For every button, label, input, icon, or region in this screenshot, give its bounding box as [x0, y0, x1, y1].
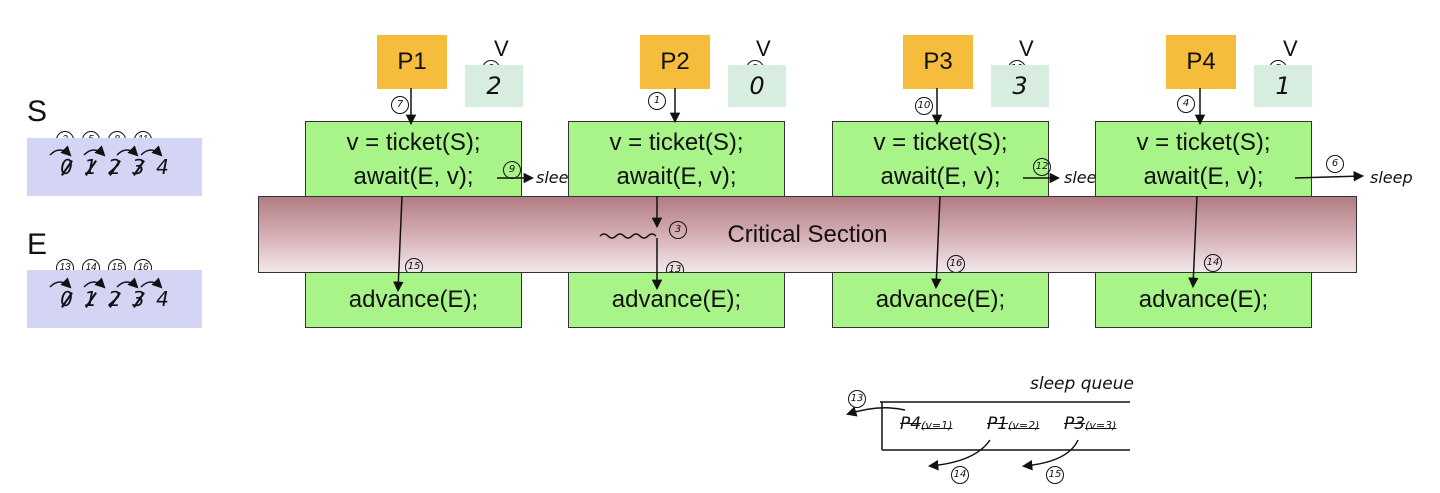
- p1-advance-line: advance(E);: [348, 286, 479, 313]
- p4-v-label: V: [1283, 36, 1298, 61]
- p4-advance-line: advance(E);: [1138, 286, 1269, 313]
- e-increment-arrow: [83, 277, 106, 289]
- process-p3-label: P3: [903, 35, 973, 89]
- p1-ticket-step: 7: [391, 96, 409, 114]
- process-p4-label: P4: [1166, 35, 1236, 89]
- process-p1-label: P1: [377, 35, 447, 89]
- queue-item-note: (v=1): [921, 419, 953, 432]
- p2-v-label: V: [756, 36, 771, 61]
- p4-advance-box: advance(E);: [1095, 272, 1312, 328]
- p2-critical-squiggle: [599, 233, 657, 239]
- p2-advance-line: advance(E);: [611, 286, 742, 313]
- s-digit: 1: [84, 155, 97, 179]
- p3-advance-line: advance(E);: [875, 286, 1006, 313]
- p3-v-value: 3: [991, 65, 1049, 107]
- p2-ticket-step: 1: [648, 92, 666, 110]
- p3-v-label: V: [1019, 36, 1034, 61]
- p4-advance-step: 14: [1204, 254, 1222, 272]
- queue-dequeue-arrow-p3: [1021, 439, 1079, 471]
- p1-code-box: v = ticket(S); await(E, v);: [305, 121, 522, 197]
- queue-item-p4: P4(v=1): [900, 414, 952, 434]
- queue-item-p3: P3(v=3): [1064, 414, 1116, 434]
- queue-step-p4: 13: [848, 390, 866, 408]
- e-increment-arrow: [49, 277, 72, 289]
- s-digit: 0: [60, 155, 73, 179]
- p2-code-line: await(E, v);: [616, 163, 737, 190]
- queue-item-p1: P1(v=2): [987, 414, 1039, 434]
- queue-item-name: P4: [900, 414, 922, 434]
- p1-advance-box: advance(E);: [305, 272, 522, 328]
- queue-dequeue-arrow-p1: [927, 439, 991, 471]
- queue-item-note: (v=2): [1008, 419, 1040, 432]
- s-increment-arrow: [49, 145, 72, 157]
- p2-v-value: 0: [728, 65, 786, 107]
- process-name: P1: [397, 48, 427, 75]
- p4-v-value: 1: [1254, 65, 1312, 107]
- p4-code-line: await(E, v);: [1143, 163, 1264, 190]
- e-counter-digits: 0 1 2 3 4: [60, 287, 170, 311]
- s-counter-digits: 0 1 2 3 4: [60, 155, 170, 179]
- p3-sleep-step: 12: [1033, 158, 1051, 176]
- queue-item-note: (v=3): [1085, 419, 1117, 432]
- e-step-markers: 13 14 15 16: [56, 259, 152, 277]
- queue-step-p1: 14: [951, 466, 969, 484]
- p1-sleep-label: sleep: [536, 168, 579, 187]
- s-increment-arrow: [140, 145, 163, 157]
- p4-sleep-arrow: [1294, 171, 1365, 182]
- semaphore-e-label: E: [27, 228, 48, 261]
- sleep-queue-title: sleep queue: [1030, 374, 1134, 394]
- p1-v-label: V: [494, 36, 509, 61]
- e-counter-box: 0 1 2 3 4: [27, 270, 202, 328]
- p4-enter-arrow: [1188, 195, 1199, 289]
- e-digit: 4: [156, 287, 169, 311]
- p2-advance-box: advance(E);: [568, 272, 785, 328]
- p4-ticket-step: 4: [1177, 95, 1195, 113]
- queue-step-p3: 15: [1046, 466, 1064, 484]
- p2-code-box: v = ticket(S); await(E, v);: [568, 121, 785, 197]
- p3-code-line: await(E, v);: [880, 163, 1001, 190]
- p4-sleep-step: 6: [1326, 155, 1344, 173]
- process-p2-label: P2: [640, 35, 710, 89]
- critical-section-label: Critical Section: [727, 220, 888, 248]
- p4-code-box: v = ticket(S); await(E, v);: [1095, 121, 1312, 197]
- e-increment-arrow: [140, 277, 163, 289]
- queue-dequeue-arrow-p4: [845, 406, 906, 417]
- p1-v-value: 2: [465, 65, 523, 107]
- critical-section-band: Critical Section: [258, 196, 1357, 273]
- s-increment-arrow: [116, 145, 139, 157]
- p1-code-line: v = ticket(S);: [346, 129, 481, 156]
- p3-code-box: v = ticket(S); await(E, v);: [832, 121, 1049, 197]
- s-digit: 3: [132, 155, 145, 179]
- e-digit: 2: [108, 287, 121, 311]
- s-counter-box: 0 1 2 3 4: [27, 138, 202, 196]
- e-digit: 1: [84, 287, 97, 311]
- p4-sleep-label: sleep: [1370, 168, 1413, 187]
- p1-code-line: await(E, v);: [353, 163, 474, 190]
- queue-item-name: P1: [987, 414, 1009, 434]
- e-digit: 0: [60, 287, 73, 311]
- s-increment-arrow: [83, 145, 106, 157]
- process-name: P4: [1186, 48, 1216, 75]
- process-name: P2: [660, 48, 690, 75]
- p3-ticket-step: 10: [915, 97, 933, 115]
- p2-critical-step: 3: [669, 221, 687, 239]
- process-name: P3: [923, 48, 953, 75]
- e-digit: 3: [132, 287, 145, 311]
- s-digit: 2: [108, 155, 121, 179]
- p1-enter-arrow: [393, 195, 404, 293]
- queue-item-name: P3: [1064, 414, 1086, 434]
- p2-code-line: v = ticket(S);: [609, 129, 744, 156]
- p3-enter-arrow: [931, 195, 942, 290]
- p4-code-line: v = ticket(S);: [1136, 129, 1271, 156]
- p3-code-line: v = ticket(S);: [873, 129, 1008, 156]
- e-increment-arrow: [116, 277, 139, 289]
- semaphore-s-label: S: [27, 95, 48, 128]
- s-digit: 4: [156, 155, 169, 179]
